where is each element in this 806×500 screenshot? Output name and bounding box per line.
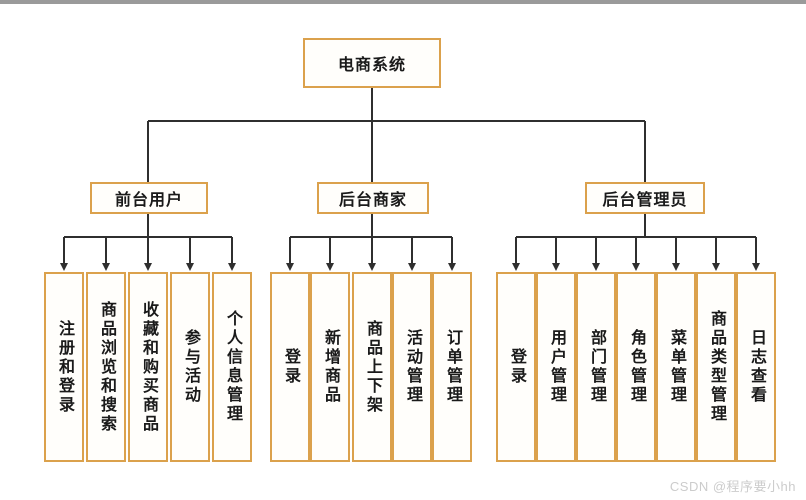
node-leaf: 商品类型管理 [696,272,736,462]
node-leaf: 商品上下架 [352,272,392,462]
node-leaf: 注册和登录 [44,272,84,462]
node-leaf: 登录 [270,272,310,462]
node-root: 电商系统 [303,38,441,88]
node-leaf-label: 登录 [508,348,525,386]
node-leaf-label: 用户管理 [548,329,565,405]
node-leaf-label: 登录 [282,348,299,386]
node-root-label: 电商系统 [337,57,406,74]
node-leaf-label: 收藏和购买商品 [140,300,157,434]
node-leaf-label: 活动管理 [404,329,421,405]
node-leaf: 新增商品 [310,272,350,462]
node-leaf-label: 新增商品 [322,329,339,405]
arrowheads [60,263,760,271]
node-leaf: 参与活动 [170,272,210,462]
node-leaf-label: 商品浏览和搜索 [98,300,115,434]
watermark: CSDN @程序要小hh [669,479,796,494]
node-branch-backend-admin: 后台管理员 [585,182,705,214]
top-border-bar [0,0,806,4]
node-leaf: 商品浏览和搜索 [86,272,126,462]
node-leaf: 用户管理 [536,272,576,462]
node-leaf-label: 菜单管理 [668,329,685,405]
node-leaf-label: 角色管理 [628,329,645,405]
node-leaf-label: 商品上下架 [364,319,381,415]
node-leaf-label: 注册和登录 [56,319,73,415]
node-leaf-label: 商品类型管理 [708,310,725,424]
node-leaf: 日志查看 [736,272,776,462]
node-leaf-label: 参与活动 [182,329,199,405]
node-leaf-label: 个人信息管理 [224,310,241,424]
node-leaf: 菜单管理 [656,272,696,462]
node-leaf-label: 日志查看 [748,329,765,405]
node-branch-backend-merchant: 后台商家 [317,182,429,214]
node-leaf: 活动管理 [392,272,432,462]
node-leaf: 订单管理 [432,272,472,462]
node-leaf: 部门管理 [576,272,616,462]
node-leaf: 角色管理 [616,272,656,462]
node-branch-frontend-user: 前台用户 [90,182,208,214]
node-leaf: 登录 [496,272,536,462]
node-leaf-label: 订单管理 [444,329,461,405]
node-leaf: 收藏和购买商品 [128,272,168,462]
node-leaf: 个人信息管理 [212,272,252,462]
node-branch-label: 后台商家 [338,192,407,209]
node-branch-label: 后台管理员 [602,192,688,209]
node-branch-label: 前台用户 [114,192,183,209]
node-leaf-label: 部门管理 [588,329,605,405]
